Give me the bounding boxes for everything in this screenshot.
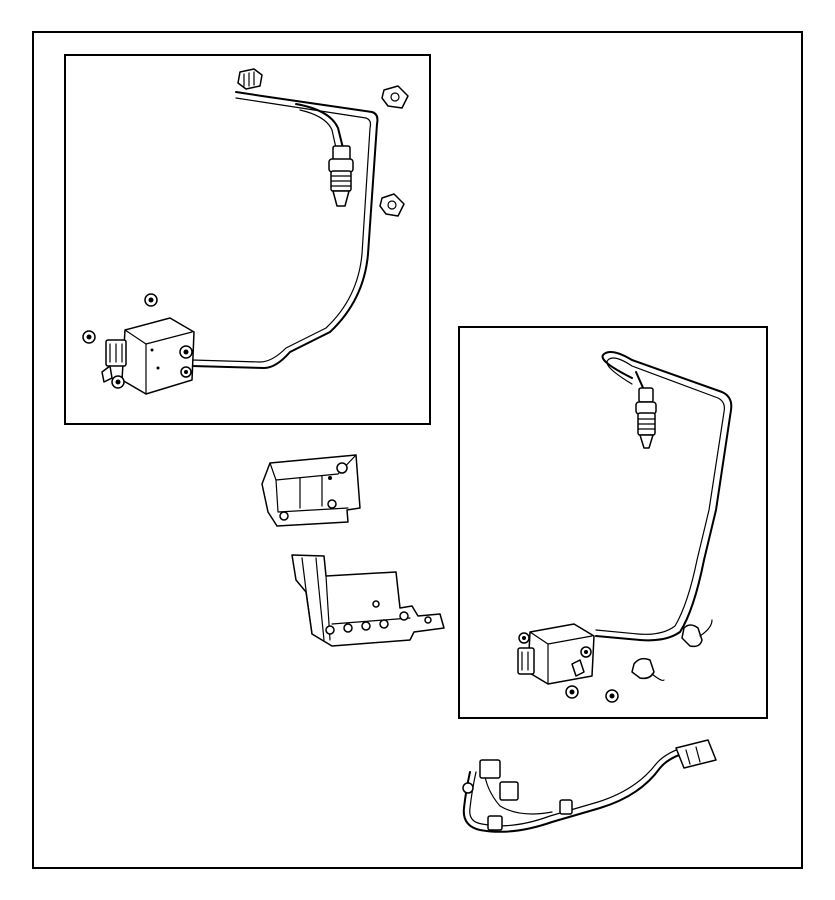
retainer-clip-2 xyxy=(379,193,405,217)
inset-frame-2 xyxy=(458,326,768,719)
oxygen-sensor-1 xyxy=(328,145,354,207)
nut-2 xyxy=(82,330,96,344)
oxygen-sensor-2 xyxy=(635,387,657,449)
harness-main-connector xyxy=(675,739,717,769)
retainer-clip-4 xyxy=(631,657,665,681)
wiring-harness xyxy=(462,739,717,833)
retainer-clip-1 xyxy=(381,85,409,109)
retainer-clip-3 xyxy=(681,619,713,648)
inset-frame-1 xyxy=(64,54,431,425)
control-module-1 xyxy=(101,317,195,395)
harness-clip xyxy=(559,799,573,815)
outer-frame xyxy=(32,31,803,869)
harness-connector-2 xyxy=(499,781,519,801)
nut-1 xyxy=(144,293,158,307)
mounting-bracket-2 xyxy=(291,554,445,647)
sensor-cable-2 xyxy=(595,351,733,642)
mounting-bracket-1 xyxy=(261,454,361,527)
harness-connector-1 xyxy=(479,759,501,779)
harness-grommet xyxy=(462,782,474,794)
inset-sensor-assembly-2 xyxy=(458,326,768,719)
nut-3 xyxy=(565,685,579,699)
sensor-cable-1 xyxy=(191,91,379,369)
connector-clip-top xyxy=(237,68,263,90)
nut-4 xyxy=(605,689,619,703)
harness-connector-3 xyxy=(487,815,503,831)
control-module-2 xyxy=(517,623,595,685)
inset-sensor-assembly-1 xyxy=(64,54,431,425)
